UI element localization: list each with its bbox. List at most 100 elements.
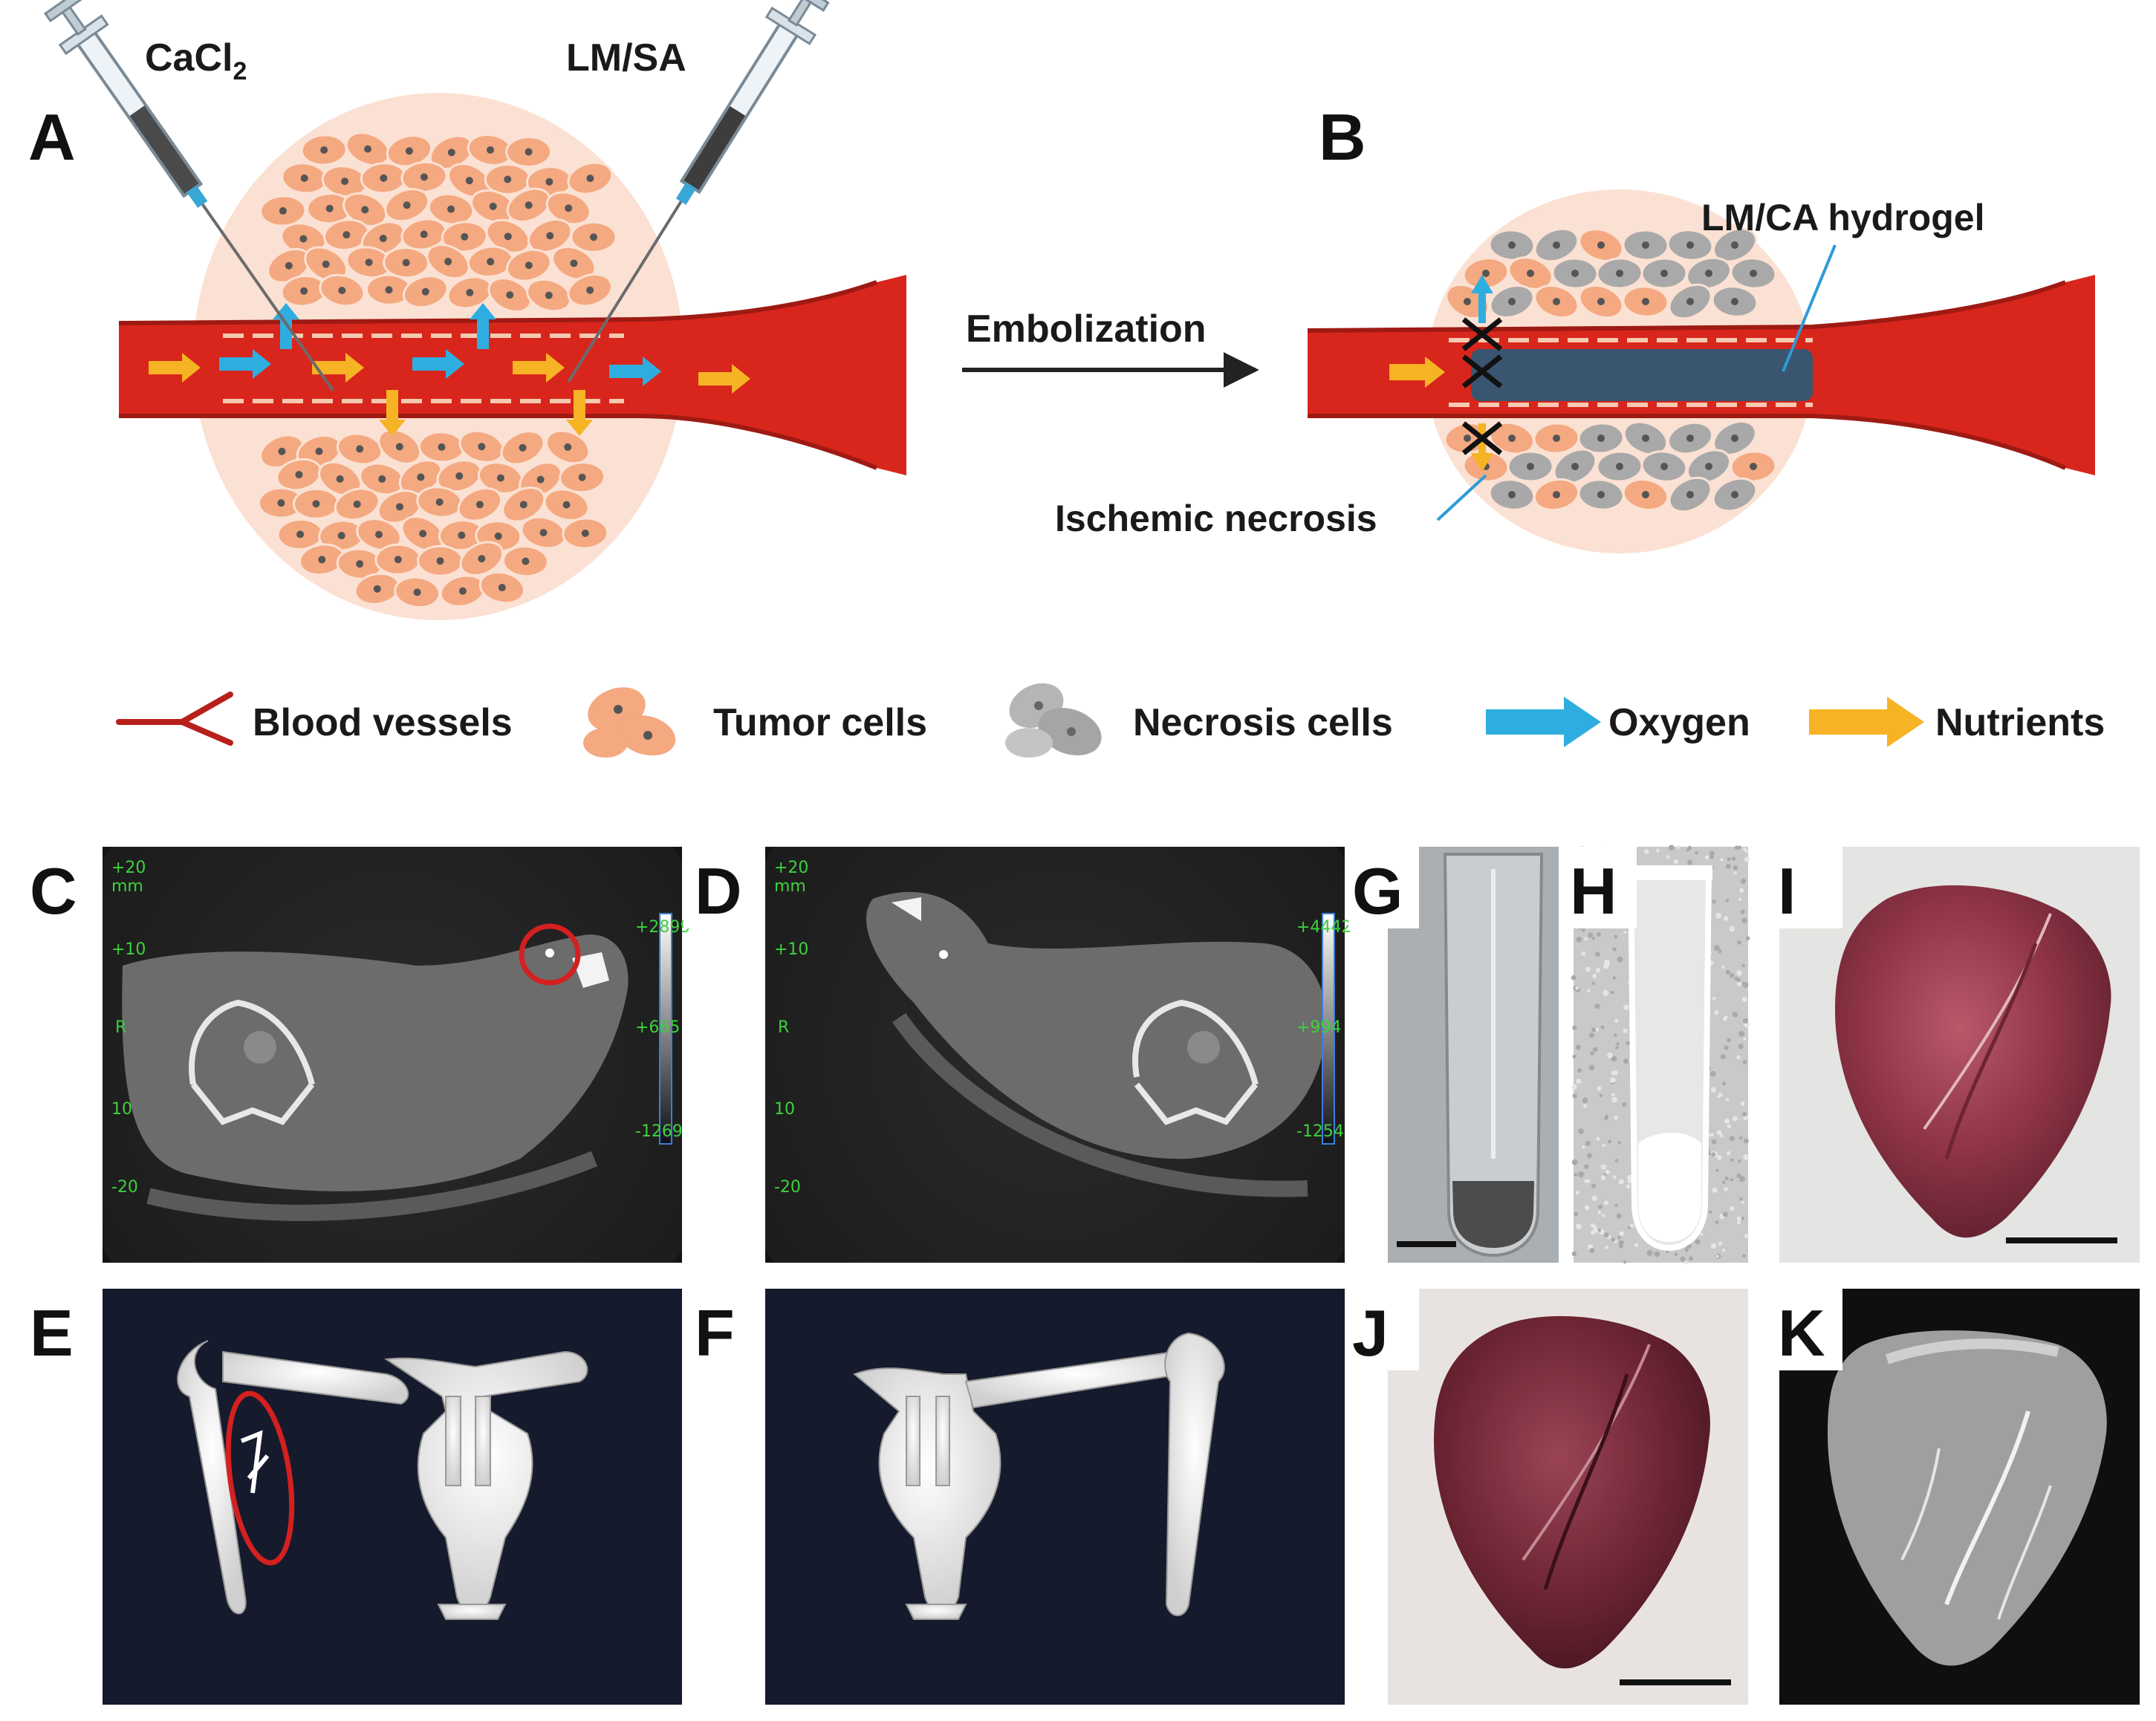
panel-letter-f: F xyxy=(695,1296,735,1370)
cell-b-nucleus xyxy=(1642,298,1649,305)
cell-b-nucleus xyxy=(1553,298,1560,305)
tumor-cell-nucleus xyxy=(487,258,495,266)
tumor-cell-nucleus xyxy=(413,588,421,596)
tick-d-8: +994 xyxy=(1296,1018,1341,1037)
legend-item-necrosis-cells: Necrosis cells xyxy=(1005,683,1393,758)
blood-vessel-icon xyxy=(116,692,233,746)
tumor-cell-nucleus xyxy=(405,147,413,155)
oxygen-arrow xyxy=(412,349,464,379)
tumor-cell-nucleus xyxy=(522,557,530,565)
nutrients-arrow xyxy=(149,353,201,383)
tumor-cell-nucleus xyxy=(374,530,383,539)
necrosis-cell-icon xyxy=(1005,683,1102,758)
cell-b-nucleus xyxy=(1642,491,1649,498)
tumor-cell-nucleus xyxy=(536,475,545,484)
panel-d: +20 mm +10 R 10 -20 +4442 +994 -1254 D xyxy=(684,847,1351,1263)
tumor-cell-nucleus xyxy=(353,500,361,508)
tumor-cell-nucleus xyxy=(395,503,403,511)
tumor-cell-nucleus xyxy=(285,261,293,270)
cell-b-nucleus xyxy=(1686,241,1694,249)
cell-b-nucleus xyxy=(1660,463,1668,470)
cell-b-nucleus xyxy=(1571,463,1579,470)
tick-d-2: mm xyxy=(774,877,806,896)
tumor-cell-nucleus xyxy=(365,258,373,267)
hydrogel-label: LM/CA hydrogel xyxy=(1701,197,1984,238)
necrosis-label: Ischemic necrosis xyxy=(1055,498,1377,539)
legend-label-nutrients: Nutrients xyxy=(1935,701,2105,744)
tumor-cell-nucleus xyxy=(356,560,364,568)
tumor-cell-nucleus xyxy=(465,177,473,185)
nutrients-arrow xyxy=(698,364,750,394)
tumor-cell-nucleus xyxy=(494,532,502,540)
legend-label-oxygen: Oxygen xyxy=(1608,701,1750,744)
tumor-cell-nucleus xyxy=(578,473,586,481)
nutrients-arrow xyxy=(379,390,406,436)
tumor-cell-nucleus xyxy=(379,235,387,243)
panel-letter-b: B xyxy=(1319,100,1366,174)
tumor-cell-nucleus xyxy=(589,233,597,241)
tumor-cell-nucleus xyxy=(421,287,429,296)
tumor-cell-nucleus xyxy=(419,530,427,538)
tumor-cell-nucleus xyxy=(458,531,466,539)
tumor-cell-nucleus xyxy=(564,443,572,451)
tumor-cell-nucleus xyxy=(356,445,364,453)
tumor-cell-nucleus xyxy=(447,205,455,213)
cell-b-nucleus xyxy=(1464,298,1471,305)
tumor-cell-nucleus xyxy=(539,529,548,537)
tick-c-9: -1269 xyxy=(635,1122,683,1141)
panel-i: I xyxy=(1772,847,2140,1263)
heart-k xyxy=(1828,1330,2107,1666)
panel-f: F xyxy=(684,1289,1345,1705)
panel-a: A CaCl2 xyxy=(28,0,906,620)
cell-b-nucleus xyxy=(1508,435,1516,442)
panel-label-bg-i xyxy=(1772,847,1842,928)
tumor-cell-nucleus xyxy=(525,201,533,209)
tumor-cell-nucleus xyxy=(581,530,589,538)
tumor-cell-nucleus xyxy=(466,288,474,296)
tumor-cell-nucleus xyxy=(279,206,287,215)
syringe-right-label: LM/SA xyxy=(566,36,686,79)
tick-c-3: +10 xyxy=(111,940,146,959)
tumor-cell-nucleus xyxy=(378,475,386,483)
legend-item-blood-vessels: Blood vessels xyxy=(116,692,513,746)
tick-c-8: +665 xyxy=(635,1018,680,1037)
cell-b-nucleus xyxy=(1553,435,1560,442)
cell-b-nucleus xyxy=(1642,241,1649,249)
panel-label-bg-g xyxy=(1348,847,1419,928)
nutrients-arrow xyxy=(566,390,593,436)
panel-letter-e: E xyxy=(30,1296,74,1370)
legend-label-blood-vessels: Blood vessels xyxy=(253,701,513,744)
panel-letter-h: H xyxy=(1570,854,1617,928)
tumor-cell-nucleus xyxy=(395,443,403,451)
panel-k: K xyxy=(1772,1289,2140,1705)
tumor-cell-nucleus xyxy=(278,447,286,455)
heart-j xyxy=(1434,1315,1710,1669)
hydrogel-pointer xyxy=(1782,244,1837,372)
cell-b-nucleus xyxy=(1508,491,1516,498)
cell-b-nucleus xyxy=(1464,435,1471,442)
cell-b-nucleus xyxy=(1571,270,1579,277)
panel-label-bg-k xyxy=(1772,1289,1842,1370)
heart-i xyxy=(1835,885,2111,1238)
hydrogel-plug xyxy=(1471,349,1813,401)
cell-b-nucleus xyxy=(1731,298,1738,305)
tick-c-4: R xyxy=(115,1018,126,1037)
tick-d-4: R xyxy=(778,1018,789,1037)
panel-c: +20 mm +10 R 10 -20 +2899 +665 -1269 C xyxy=(22,847,690,1263)
tumor-cell-nucleus xyxy=(525,148,533,156)
tumor-cell-nucleus xyxy=(506,291,514,299)
tumor-cell-nucleus xyxy=(475,501,484,509)
blood-vessel-b xyxy=(1307,275,2095,475)
cell-b-nucleus xyxy=(1731,241,1738,249)
legend-item-oxygen: Oxygen xyxy=(1486,697,1750,747)
tumor-cell-nucleus xyxy=(444,258,452,266)
tumor-cell-nucleus xyxy=(295,471,303,479)
panel-label-bg-f xyxy=(684,1289,762,1370)
cell-b-nucleus xyxy=(1597,298,1605,305)
tumor-cell-nucleus xyxy=(461,232,469,241)
tumor-cell-nucleus xyxy=(519,501,527,509)
tumor-cell-nucleus xyxy=(315,447,323,455)
reconstruction-e xyxy=(103,1289,682,1705)
tumor-cell-nucleus xyxy=(504,232,512,241)
